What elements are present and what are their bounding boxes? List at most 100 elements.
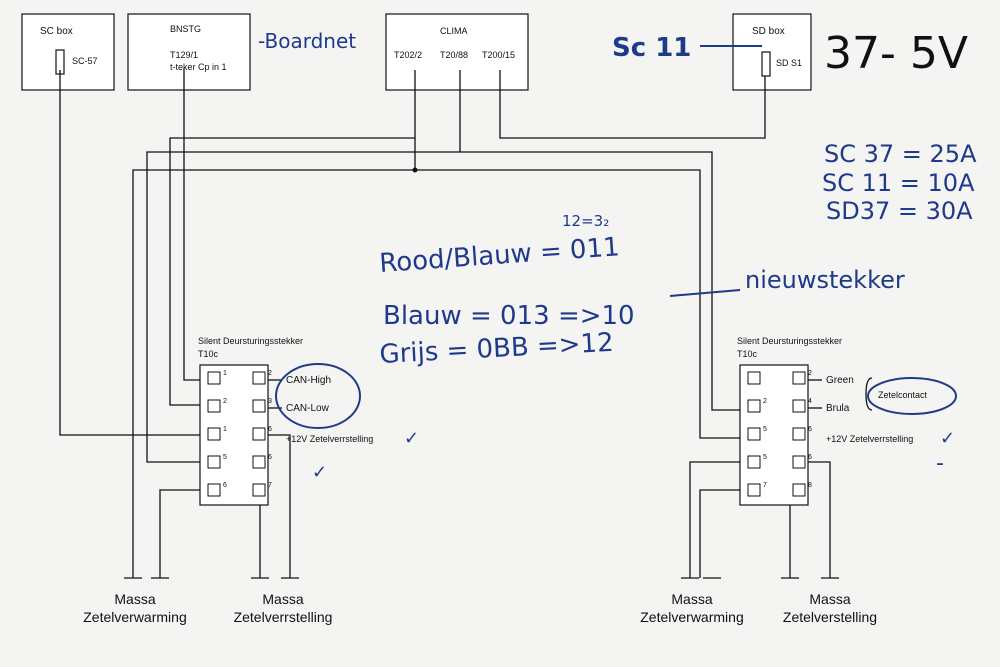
ground-right-2-line2: Zetelverstelling [783,609,877,625]
right-pin-number: 2 [763,398,767,405]
right-pin-2-0 [747,427,761,441]
note-fuse-sc11: SC 11 = 10A [822,169,975,197]
left-connector-title: Silent Deursturingsstekker [198,336,303,346]
note-fuse-sd37: SD37 = 30A [826,197,973,225]
ground-left-2-line1: Massa [262,591,303,607]
right-connector: Silent Deursturingsstekker T10c 2 2 4 5 6 5 6 7… [737,336,928,506]
sd-fuse-icon [761,51,771,77]
right-connector-title: Silent Deursturingsstekker [737,336,842,346]
right-pin-number: 5 [763,454,767,461]
note-blauw: Blauw = 013 =>10 [383,301,635,331]
clima-title: CLIMA [440,26,468,36]
left-connector-code: T10c [198,349,219,359]
left-pin-3-1 [252,455,266,469]
right-label-brula: Brula [826,403,850,414]
ground-left-1-line2: Zetelverwarming [83,609,186,625]
left-connector: Silent Deursturingsstekker T10c 1 2 2 3 1 6 5 6… [198,336,373,506]
right-connector-code: T10c [737,349,758,359]
junction-dot [412,167,418,173]
left-pin-number: 2 [223,398,227,405]
left-pin-0-0 [207,371,221,385]
left-label-can-low: CAN-Low [286,403,330,414]
right-pin-number: 5 [763,426,767,433]
right-pin-number: 8 [808,482,812,489]
sc-box-label: SC-57 [72,56,98,66]
bnstg-title: BNSTG [170,24,201,34]
clima-t1: T202/2 [394,50,422,60]
right-pin-number: 7 [763,482,767,489]
left-pin-1-0 [207,399,221,413]
zetelcontact-label: Zetelcontact [878,390,928,400]
right-pin-grid: 2 2 4 5 6 5 6 7 8 [747,370,812,497]
left-pin-number: 6 [268,454,272,461]
ground-labels: Massa Zetelverwarming Massa Zetelverrste… [83,591,877,625]
right-label-12v: +12V Zetelverrstelling [826,434,913,444]
check-mark-2: ✓ [312,462,327,483]
sd-box: SD box SD S1 [732,13,812,91]
right-pin-3-1 [792,455,806,469]
note-grijs: Grijs = 0BB =>12 [379,328,615,370]
clima-t2: T20/88 [440,50,468,60]
right-pin-4-0 [747,483,761,497]
right-pin-number: 6 [808,426,812,433]
right-pin-0-1 [792,371,806,385]
left-pin-number: 7 [268,482,272,489]
ground-right-1-line2: Zetelverwarming [640,609,743,625]
wires [59,68,839,579]
note-voltage: 37- 5V [824,28,968,79]
ground-left-2-line2: Zetelverrstelling [234,609,333,625]
left-pin-grid: 1 2 2 3 1 6 5 6 6 7 [207,370,272,497]
right-pin-number: 2 [808,370,812,377]
note-rood-blauw: Rood/Blauw = 011 [378,232,620,279]
ground-right-1-line1: Massa [671,591,712,607]
right-pin-3-0 [747,455,761,469]
note-small: 12=3₂ [562,212,609,230]
can-circle [275,363,361,429]
left-pin-number: 1 [223,370,227,377]
bnstg-line2: t-teker Cp in 1 [170,62,227,72]
left-pin-2-0 [207,427,221,441]
sc-box-title: SC box [40,26,73,37]
left-pin-number: 6 [268,426,272,433]
left-pin-4-0 [207,483,221,497]
left-pin-2-1 [252,427,266,441]
right-pin-4-1 [792,483,806,497]
left-pin-3-0 [207,455,221,469]
note-nieuwstekker: nieuwstekker [745,266,905,294]
clima-t3: T200/15 [482,50,515,60]
right-pin-number: 4 [808,398,812,405]
right-pin-1-1 [792,399,806,413]
left-label-12v: +12V Zetelverrstelling [286,434,373,444]
left-pin-number: 1 [223,426,227,433]
note-boardnet: -Boardnet [258,29,356,53]
zetelcontact-circle [867,377,957,415]
dash-mark: - [936,451,944,476]
left-pin-number: 5 [223,454,227,461]
clima-box: CLIMA T202/2 T20/88 T200/15 [385,13,529,91]
check-mark-1: ✓ [404,428,419,449]
sc-box: SC box SC-57 [21,13,115,91]
ground-left-1-line1: Massa [114,591,155,607]
note-sc11: Sc 11 [612,33,691,63]
left-label-can-high: CAN-High [286,375,331,386]
left-pin-4-1 [252,483,266,497]
right-pin-number: 6 [808,454,812,461]
right-pin-0-0 [747,371,761,385]
right-pin-1-0 [747,399,761,413]
left-pin-number: 3 [268,398,272,405]
left-pin-number: 6 [223,482,227,489]
left-pin-1-1 [252,399,266,413]
left-pin-0-1 [252,371,266,385]
check-mark-3: ✓ [940,428,955,449]
bnstg-box: BNSTG T129/1 t-teker Cp in 1 [127,13,251,91]
note-fuse-sc37: SC 37 = 25A [824,140,977,168]
bnstg-line1: T129/1 [170,50,198,60]
right-pin-2-1 [792,427,806,441]
ground-right-2-line1: Massa [809,591,850,607]
sd-box-label: SD S1 [776,58,802,68]
right-label-green: Green [826,375,854,386]
handwritten-notes: -Boardnet Sc 11 37- 5V SC 37 = 25A SC 11… [258,28,977,483]
sd-box-title: SD box [752,26,785,37]
left-pin-number: 2 [268,370,272,377]
